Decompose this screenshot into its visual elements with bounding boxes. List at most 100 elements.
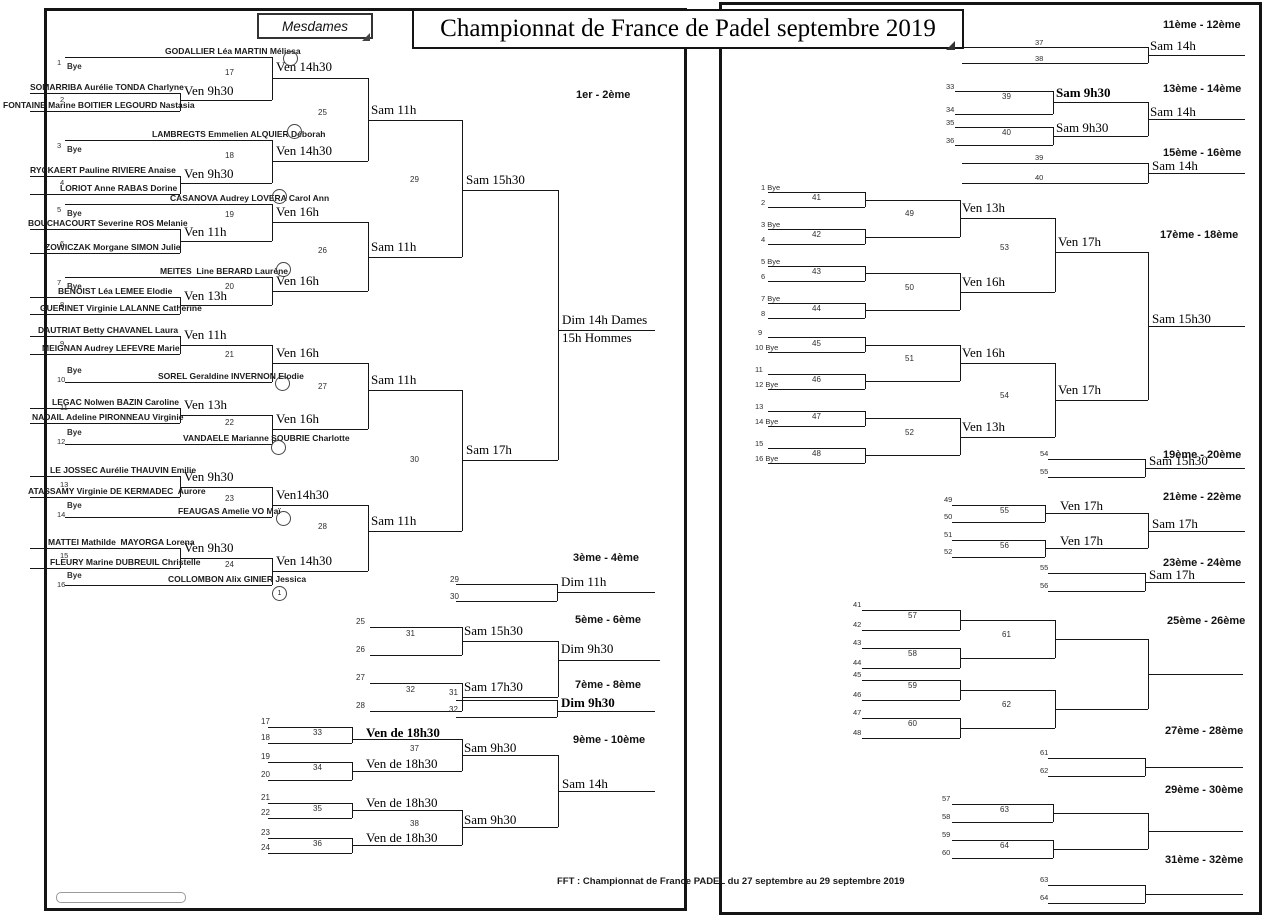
- slot-number: 47: [853, 708, 862, 717]
- bracket-line-h: [955, 91, 1053, 92]
- match-time: Sam 14h: [1150, 38, 1196, 53]
- bracket-line-h: [370, 683, 462, 684]
- match-number: 30: [450, 592, 459, 601]
- bracket-line-v: [960, 680, 961, 700]
- slot-number: 2: [60, 95, 65, 104]
- slot-number: 11: [60, 403, 68, 412]
- bracket-line-h: [865, 345, 960, 346]
- slot-number: 49: [944, 495, 953, 504]
- match-time: Ven 9h30: [184, 83, 234, 98]
- bracket-line-v: [1053, 840, 1054, 858]
- team-name: LE JOSSEC Aurélie THAUVIN Emilie: [50, 465, 197, 475]
- seed-circle: [287, 124, 302, 139]
- team-name: ATASSAMY Virginie DE KERMADEC Aurore: [28, 486, 206, 496]
- bracket-line-v: [462, 120, 463, 257]
- bracket-line-v: [180, 336, 181, 354]
- slot-number: 12 Bye: [755, 380, 779, 389]
- bracket-line-v: [272, 558, 273, 585]
- bracket-line-h: [30, 229, 180, 230]
- bracket-line-v: [368, 505, 369, 571]
- bracket-line-h: [768, 303, 865, 304]
- category-box: Mesdames: [257, 13, 373, 39]
- bracket-line-h: [1145, 894, 1243, 895]
- bracket-line-h: [768, 411, 865, 412]
- bracket-line-h: [1148, 173, 1245, 174]
- bracket-line-v: [462, 810, 463, 845]
- bracket-line-v: [960, 273, 961, 310]
- bracket-line-h: [1048, 903, 1145, 904]
- bracket-line-h: [960, 620, 1055, 621]
- match-time: Sam 15h30: [1149, 453, 1208, 468]
- match-time: Ven 17h: [1060, 498, 1103, 513]
- bracket-line-h: [768, 389, 865, 390]
- slot-number: 1 Bye: [761, 183, 781, 192]
- slot-number: 60: [942, 848, 951, 857]
- match-number: 39: [1002, 92, 1011, 101]
- bracket-line-v: [960, 418, 961, 455]
- bracket-line-h: [30, 548, 180, 549]
- slot-number: 51: [944, 530, 953, 539]
- bracket-line-h: [462, 460, 558, 461]
- bracket-line-h: [768, 352, 865, 353]
- bracket-line-v: [1145, 573, 1146, 591]
- bracket-line-v: [352, 803, 353, 818]
- bracket-line-h: [1148, 119, 1245, 120]
- bracket-line-h: [1048, 776, 1145, 777]
- match-number: 32: [449, 705, 458, 714]
- slot-number: 48: [853, 728, 862, 737]
- match-time: 15h Hommes: [562, 330, 632, 345]
- bracket-line-h: [960, 437, 1055, 438]
- bracket-line-v: [865, 337, 866, 352]
- bracket-line-v: [865, 229, 866, 244]
- slot-number: 36: [946, 136, 955, 145]
- bracket-line-h: [30, 568, 180, 569]
- bracket-line-h: [960, 728, 1055, 729]
- bracket-line-h: [370, 711, 462, 712]
- match-number: 49: [905, 209, 914, 218]
- bracket-line-v: [1055, 218, 1056, 292]
- bracket-line-v: [1148, 513, 1149, 548]
- match-time: Ven 16h: [962, 345, 1005, 360]
- section-label: 21ème - 22ème: [1163, 491, 1242, 503]
- bracket-line-h: [268, 743, 352, 744]
- bracket-line-h: [30, 314, 180, 315]
- slot-number: 57: [942, 794, 951, 803]
- bracket-line-h: [30, 176, 180, 177]
- slot-number: 45: [853, 670, 862, 679]
- bracket-line-h: [1148, 326, 1245, 327]
- team-name: GUERINET Virginie LALANNE Catherine: [40, 303, 202, 313]
- slot-number: 14 Bye: [755, 417, 779, 426]
- slot-number: 15: [60, 551, 69, 560]
- bracket-line-v: [865, 303, 866, 318]
- bracket-line-h: [1148, 831, 1243, 832]
- slot-number: 4: [60, 178, 65, 187]
- bracket-line-h: [865, 200, 960, 201]
- team-name: BENOIST Léa LEMEE Elodie: [58, 286, 173, 296]
- match-time: Ven 17h: [1058, 382, 1101, 397]
- bracket-line-h: [1145, 582, 1245, 583]
- match-time: Ven 16h: [276, 204, 319, 219]
- bracket-line-v: [272, 204, 273, 241]
- bracket-line-h: [462, 641, 558, 642]
- match-number: 30: [410, 455, 419, 464]
- match-number: 32: [406, 685, 415, 694]
- slot-number: 38: [1035, 54, 1044, 63]
- match-number: 20: [225, 282, 234, 291]
- bracket-line-h: [368, 390, 462, 391]
- slot-number: 56: [1040, 581, 1049, 590]
- bracket-line-h: [462, 697, 558, 698]
- bracket-line-h: [955, 114, 1053, 115]
- slot-number: 10 Bye: [755, 343, 779, 352]
- bracket-line-h: [30, 194, 180, 195]
- bye-label: Bye: [67, 145, 82, 154]
- team-name: MEITES Line BERARD Laurène: [160, 266, 288, 276]
- match-number: 18: [225, 151, 234, 160]
- bracket-line-v: [352, 838, 353, 853]
- slot-number: 35: [946, 118, 955, 127]
- bracket-line-v: [462, 739, 463, 771]
- section-label: 23ème - 24ème: [1163, 557, 1242, 569]
- bracket-line-h: [768, 426, 865, 427]
- bracket-line-h: [30, 93, 180, 94]
- bracket-line-h: [862, 610, 960, 611]
